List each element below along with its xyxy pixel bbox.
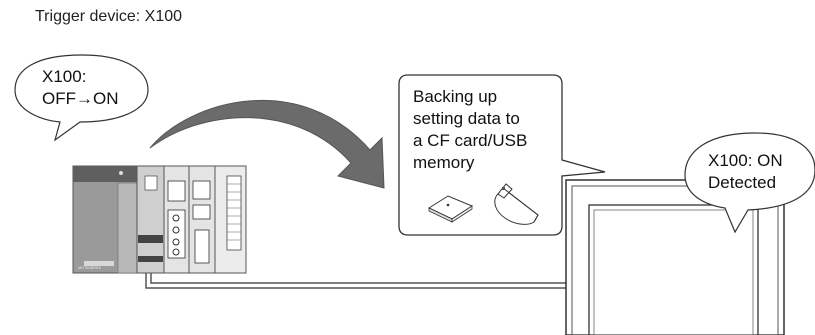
- cf-card-icon: [427, 195, 474, 223]
- got-bubble-line-1: X100: ON: [708, 151, 783, 170]
- usb-memory-icon: [494, 183, 539, 225]
- got-speech-bubble: [684, 132, 815, 234]
- backup-bubble-line-3: a CF card/USB: [413, 131, 528, 150]
- plc-speech-bubble: [14, 54, 149, 142]
- backup-bubble-text: Backing up setting data to a CF card/USB…: [413, 86, 527, 174]
- plc-icon: MITSUBISHI: [72, 165, 247, 274]
- backup-bubble-line-1: Backing up: [413, 87, 498, 106]
- trigger-caption: Trigger device: X100: [35, 8, 183, 25]
- plc-bubble-line-2: OFF→ON: [42, 89, 119, 108]
- got-bubble-text: X100: ON Detected: [708, 150, 783, 194]
- backup-speech-bubble: [398, 74, 606, 236]
- backup-bubble-line-4: memory: [413, 153, 475, 172]
- backup-bubble-line-2: setting data to: [413, 109, 520, 128]
- plc-bubble-text: X100: OFF→ON: [42, 66, 119, 110]
- plc-logo-text: MITSUBISHI: [78, 265, 101, 270]
- plc-bubble-line-1: X100:: [42, 67, 87, 86]
- curved-arrow-icon: [149, 100, 385, 189]
- got-bubble-line-2: Detected: [708, 173, 777, 192]
